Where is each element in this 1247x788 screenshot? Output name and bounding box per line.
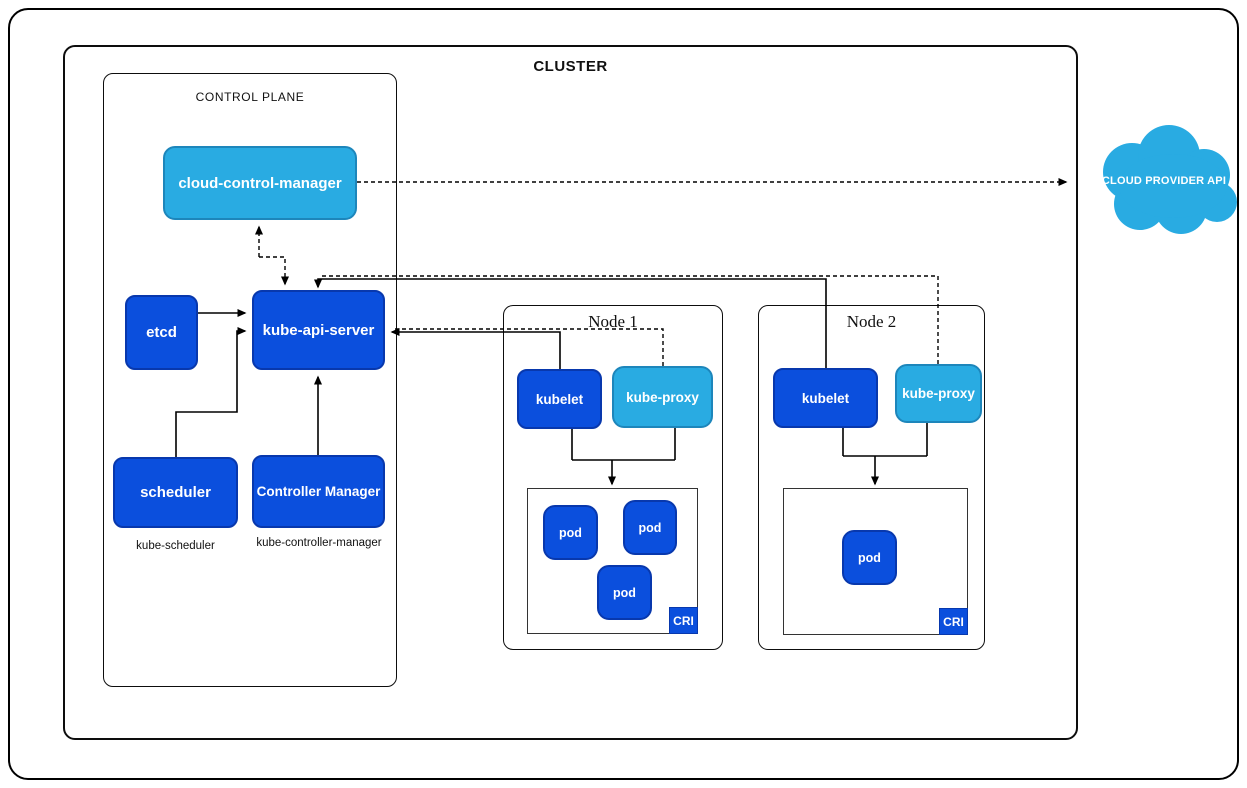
controller-manager-box: Controller Manager xyxy=(252,455,385,528)
pod-box: pod xyxy=(842,530,897,585)
node2-kube-proxy-box: kube-proxy xyxy=(895,364,982,423)
kube-controller-manager-caption: kube-controller-manager xyxy=(256,537,382,549)
pod-box: pod xyxy=(597,565,652,620)
cluster-box xyxy=(63,45,1078,740)
node1-title: Node 1 xyxy=(588,312,638,331)
node2-cri-badge: CRI xyxy=(939,608,968,635)
pod-box: pod xyxy=(623,500,677,555)
kube-scheduler-caption: kube-scheduler xyxy=(136,540,215,552)
control-plane-box xyxy=(103,73,397,687)
outer-frame xyxy=(8,8,1239,780)
node2-title: Node 2 xyxy=(846,312,897,331)
node2-kubelet-box: kubelet xyxy=(773,368,878,428)
scheduler-box: scheduler xyxy=(113,457,238,528)
control-plane-title: CONTROL PLANE xyxy=(195,90,305,104)
node1-kube-proxy-box: kube-proxy xyxy=(612,366,713,428)
kube-api-server-box: kube-api-server xyxy=(252,290,385,370)
pod-box: pod xyxy=(543,505,598,560)
etcd-box: etcd xyxy=(125,295,198,370)
node1-kubelet-box: kubelet xyxy=(517,369,602,429)
cloud-control-manager-box: cloud-control-manager xyxy=(163,146,357,220)
node1-cri-badge: CRI xyxy=(669,607,698,634)
cloud-provider-api-label: CLOUD PROVIDER API xyxy=(1101,175,1227,187)
cluster-title: CLUSTER xyxy=(533,58,608,75)
cloud-shape xyxy=(1103,125,1237,234)
